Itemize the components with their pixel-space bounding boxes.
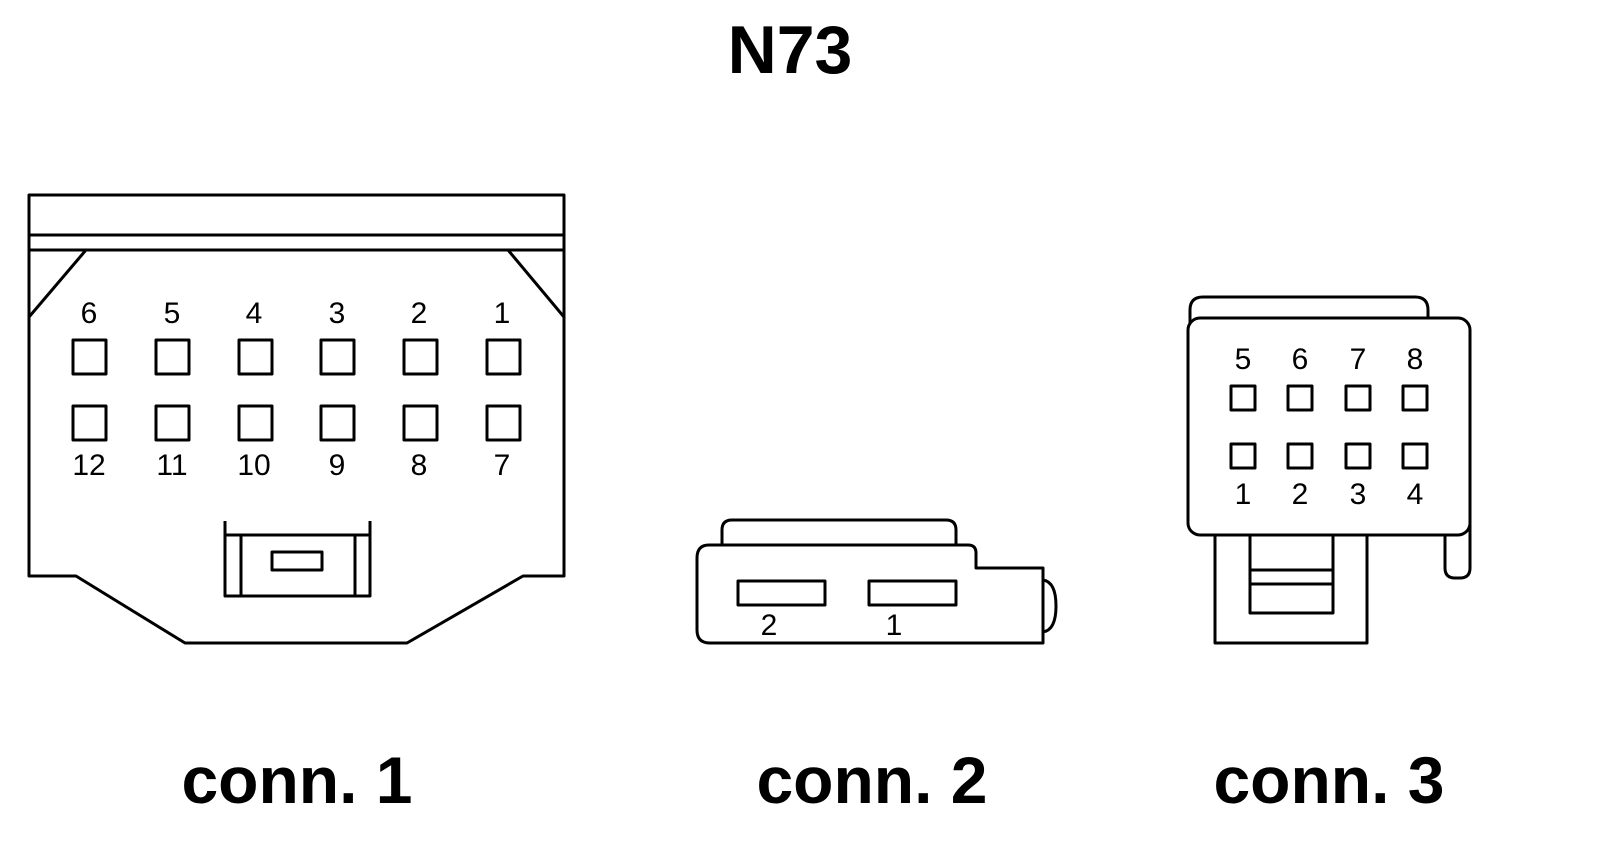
connector-2-ridge <box>720 518 958 548</box>
connector-3-pin <box>1286 384 1314 412</box>
connector-2-nub <box>1042 578 1058 634</box>
connector-1-pin-label: 9 <box>329 449 346 482</box>
connector-1-pin <box>71 338 108 376</box>
connector-2-caption: conn. 2 <box>756 743 987 817</box>
connector-3-pin <box>1286 442 1314 470</box>
connector-1-pin-label: 11 <box>156 449 187 482</box>
connector-1-pin <box>485 404 522 442</box>
connector-1-pin <box>71 404 108 442</box>
connector-1-pin <box>319 404 356 442</box>
connector-1-pin-label: 12 <box>72 449 105 482</box>
connector-2: 2 1 <box>695 518 1058 645</box>
connector-1-pin <box>402 404 439 442</box>
connector-1-latch-slot <box>270 550 324 572</box>
connector-3-pin-label: 4 <box>1407 478 1424 511</box>
connector-1-pin <box>485 338 522 376</box>
connector-1-pin-label: 2 <box>411 297 428 330</box>
connector-1: 6 5 4 3 2 1 12 11 10 9 8 7 <box>27 193 566 645</box>
connector-1-caption: conn. 1 <box>181 743 412 817</box>
connector-3-caption: conn. 3 <box>1213 743 1444 817</box>
connector-3-latch <box>1248 533 1335 615</box>
connector-1-corner-left <box>27 249 88 318</box>
connector-3-pin-label: 2 <box>1292 478 1309 511</box>
connector-1-pin-label: 8 <box>411 449 428 482</box>
connector-3-pin <box>1229 384 1257 412</box>
connector-1-pin <box>319 338 356 376</box>
diagram-title: N73 <box>728 12 853 88</box>
connector-3: 5 6 7 8 1 2 3 4 <box>1186 295 1472 645</box>
connector-1-pin-label: 7 <box>494 449 511 482</box>
connector-1-corner-right <box>506 249 566 318</box>
connector-3-pin-label: 8 <box>1407 343 1424 376</box>
connector-3-pin <box>1401 442 1429 470</box>
connector-1-pin-label: 6 <box>81 297 98 330</box>
connector-2-pin <box>736 579 827 607</box>
connector-1-pin-label: 5 <box>164 297 181 330</box>
connector-3-pin-label: 1 <box>1235 478 1252 511</box>
connector-1-pin <box>237 338 274 376</box>
connector-3-pin-label: 6 <box>1292 343 1309 376</box>
connector-1-pin-label: 4 <box>246 297 263 330</box>
connector-3-pin <box>1401 384 1429 412</box>
connector-1-pin <box>237 404 274 442</box>
connector-1-pin <box>154 404 191 442</box>
connector-3-pin-label: 3 <box>1350 478 1367 511</box>
connector-1-pin-label: 1 <box>494 297 511 330</box>
connector-1-pin-label: 3 <box>329 297 346 330</box>
connector-3-pin <box>1344 442 1372 470</box>
connector-3-pin <box>1344 384 1372 412</box>
connector-1-pin <box>402 338 439 376</box>
connector-1-body <box>27 193 566 645</box>
connector-1-pin <box>154 338 191 376</box>
connector-3-pin-label: 7 <box>1350 343 1367 376</box>
connector-3-pin-label: 5 <box>1235 343 1252 376</box>
connector-3-face <box>1186 316 1472 537</box>
connector-2-pin-label: 1 <box>886 609 903 642</box>
connector-2-pin-label: 2 <box>761 609 778 642</box>
connector-2-pin <box>867 579 958 607</box>
connector-3-pin <box>1229 442 1257 470</box>
connector-1-pin-label: 10 <box>237 449 270 482</box>
